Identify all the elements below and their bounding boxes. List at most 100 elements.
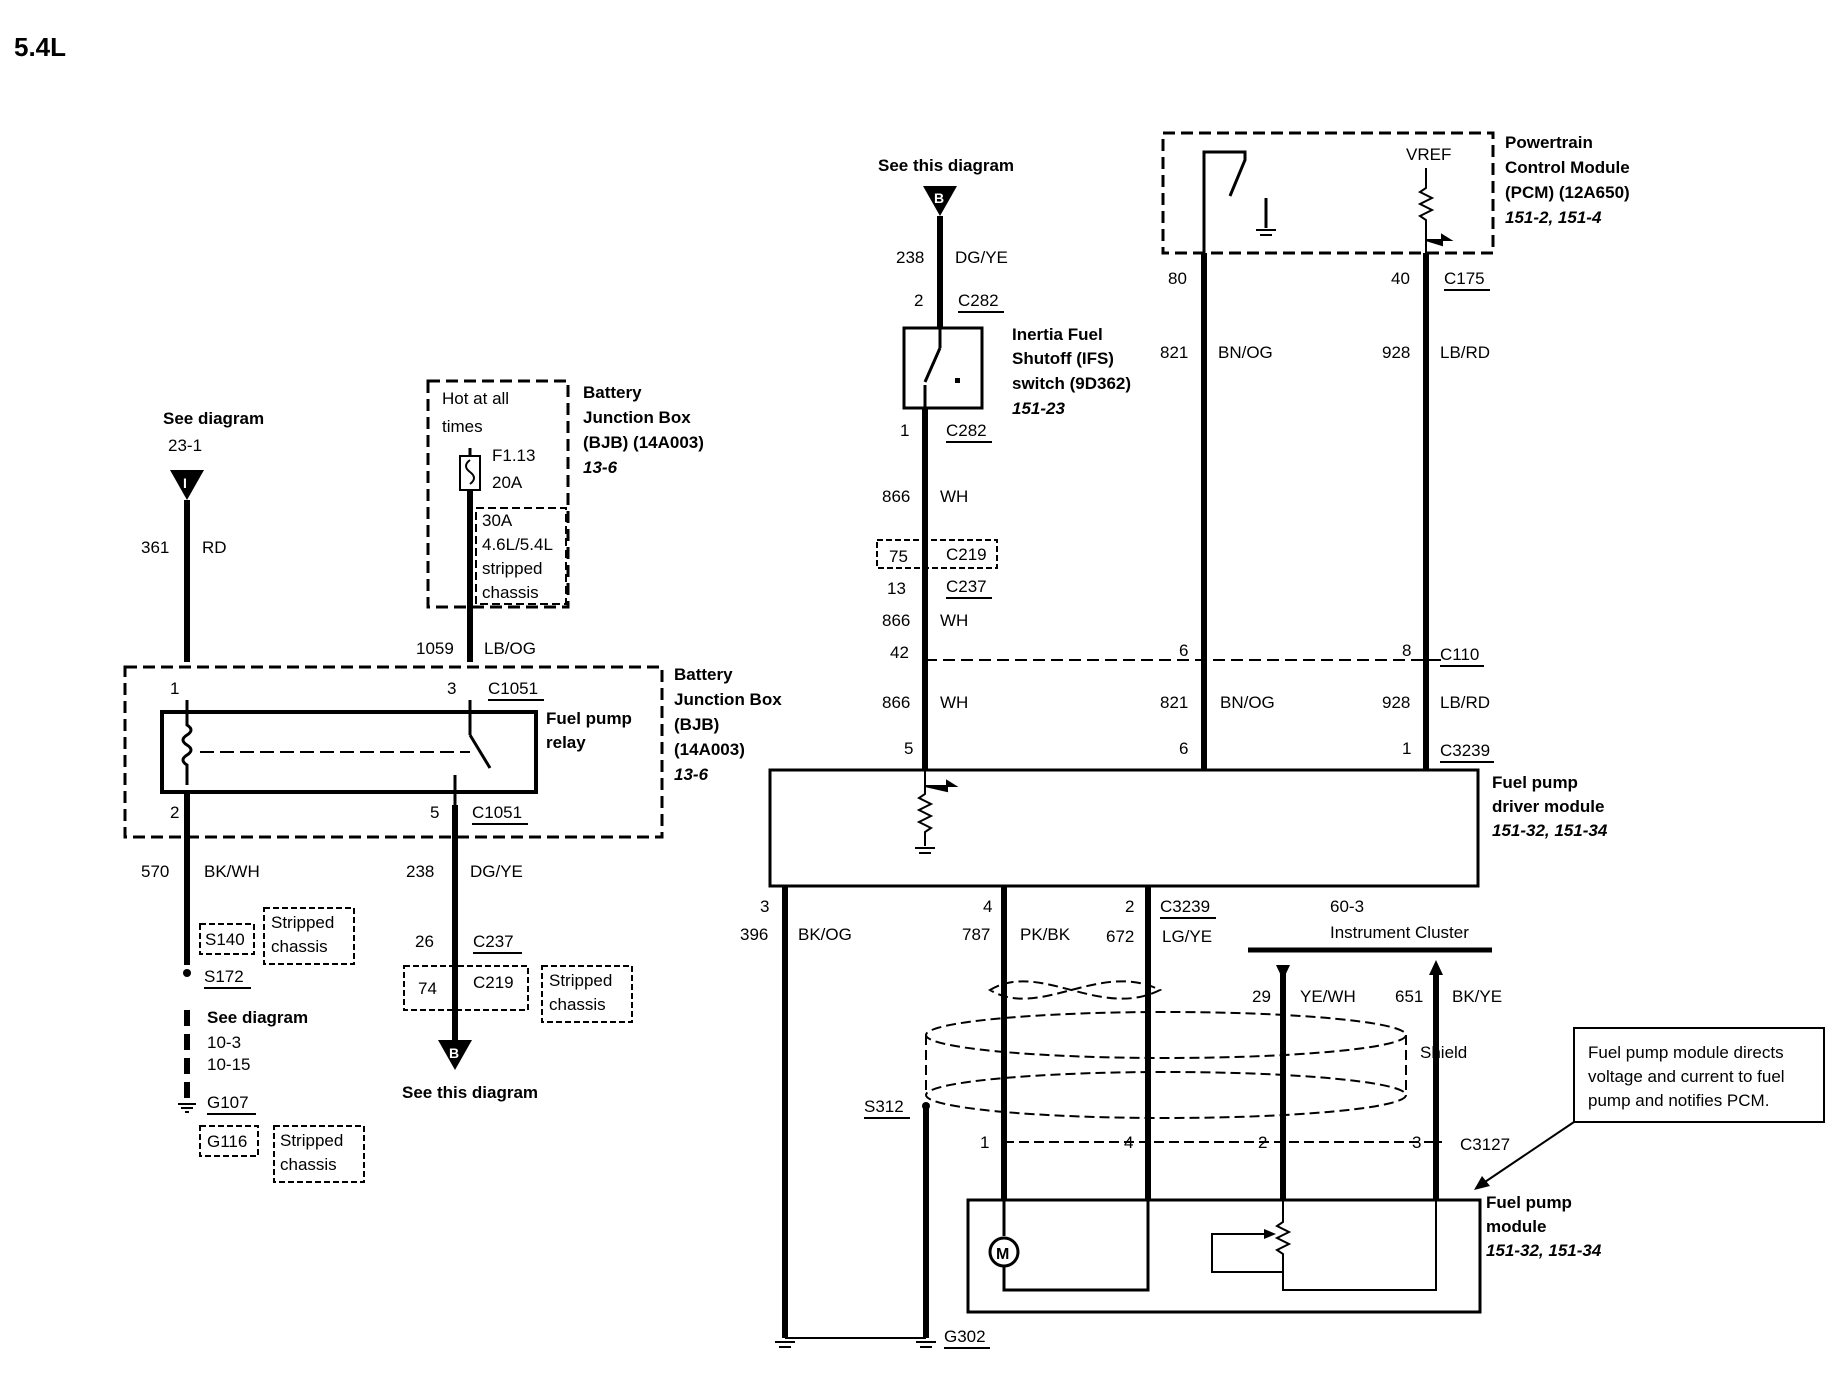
wire-928a-number: 928 xyxy=(1382,343,1410,362)
c219-note-2: chassis xyxy=(549,995,606,1014)
c1051-top: C1051 xyxy=(488,679,538,698)
note-line-3: pump and notifies PCM. xyxy=(1588,1091,1769,1110)
relay-coil xyxy=(181,700,193,785)
wire-238-color: DG/YE xyxy=(470,862,523,881)
s140-note-2: chassis xyxy=(271,937,328,956)
pcm-label-ref: 151-2, 151-4 xyxy=(1505,208,1602,227)
fuel-pump-module xyxy=(966,1198,1482,1314)
c3127-pin-1: 1 xyxy=(980,1133,989,1152)
c237-left: C237 xyxy=(473,932,514,951)
note-stripped: stripped xyxy=(482,559,542,578)
wire-928b-color: LB/RD xyxy=(1440,693,1490,712)
bjb2-label-2: Junction Box xyxy=(674,690,782,709)
c219-note-1: Stripped xyxy=(549,971,612,990)
wire-821a-number: 821 xyxy=(1160,343,1188,362)
c3127: C3127 xyxy=(1460,1135,1510,1154)
wire-672-color: LG/YE xyxy=(1162,927,1212,946)
c219-right-box xyxy=(876,539,998,569)
splice-s172: S172 xyxy=(204,967,244,986)
ifs-pin-2: 2 xyxy=(914,291,923,310)
g116-note-1: Stripped xyxy=(280,1131,343,1150)
s140-box xyxy=(199,923,255,955)
wire-651-arrow xyxy=(1429,960,1443,975)
c175: C175 xyxy=(1444,269,1485,288)
pin-74: 74 xyxy=(418,979,437,998)
splice-s140: S140 xyxy=(205,930,245,949)
pcm-label-3: (PCM) (12A650) xyxy=(1505,183,1630,202)
s140-note-1: Stripped xyxy=(271,913,334,932)
g116-box xyxy=(199,1125,259,1157)
ifs-label-3: switch (9D362) xyxy=(1012,374,1131,393)
note-30a: 30A xyxy=(482,511,513,530)
motor-return-path xyxy=(1002,1200,1150,1292)
ground-g302: G302 xyxy=(944,1327,986,1346)
wire-238-number: 238 xyxy=(406,862,434,881)
relay-switch xyxy=(468,734,492,769)
wire-672-number: 672 xyxy=(1106,927,1134,946)
ic-label: Instrument Cluster xyxy=(1330,923,1469,942)
note-leader-line xyxy=(1475,1121,1575,1189)
c110: C110 xyxy=(1440,645,1479,664)
note-line-1: Fuel pump module directs xyxy=(1588,1043,1784,1062)
fuel-pump-driver-module xyxy=(768,768,1480,888)
fpdm-resistor xyxy=(916,770,934,846)
wire-29-number: 29 xyxy=(1252,987,1271,1006)
wire-29-color: YE/WH xyxy=(1300,987,1356,1006)
see-diagram-ref: 23-1 xyxy=(168,436,202,455)
wire-821a-color: BN/OG xyxy=(1218,343,1273,362)
wire-787-color: PK/BK xyxy=(1020,925,1071,944)
see-diagram-2: See diagram xyxy=(207,1008,308,1027)
hot-label-1: Hot at all xyxy=(442,389,509,408)
wire-821b-number: 821 xyxy=(1160,693,1188,712)
fpm-label-1: Fuel pump xyxy=(1486,1193,1572,1212)
right-circuit: See this diagram B 238 DG/YE 2 C282 Iner… xyxy=(740,131,1825,1349)
shield-ellipse-top xyxy=(925,1011,1407,1059)
relay-label-1: Fuel pump xyxy=(546,709,632,728)
vref-resistor xyxy=(1417,168,1435,253)
bjb-label-1: Battery xyxy=(583,383,642,402)
c219-left: C219 xyxy=(473,973,514,992)
see-diagram-label: See diagram xyxy=(163,409,264,428)
c110-pin-6: 6 xyxy=(1179,641,1188,660)
ifs-switch xyxy=(902,326,984,410)
bjb2-label-3: (BJB) xyxy=(674,715,719,734)
pin-42: 42 xyxy=(890,643,909,662)
bjb2-label-4: (14A003) xyxy=(674,740,745,759)
motor-letter: M xyxy=(996,1246,1009,1263)
note-line-2: voltage and current to fuel xyxy=(1588,1067,1785,1086)
wire-928b-number: 928 xyxy=(1382,693,1410,712)
twisted-pair xyxy=(988,980,1163,1000)
c3239-top: C3239 xyxy=(1440,741,1490,760)
see-diagram-2-ref-b: 10-15 xyxy=(207,1055,250,1074)
pcm-label-1: Powertrain xyxy=(1505,133,1593,152)
wire-1059-number: 1059 xyxy=(416,639,454,658)
note-leader-arrow xyxy=(1474,1176,1490,1190)
bjb-relay-box xyxy=(123,665,664,839)
pcm-box xyxy=(1161,131,1495,255)
fpdm-pin-2: 2 xyxy=(1125,897,1134,916)
pin-1: 1 xyxy=(170,679,179,698)
wire-651-number: 651 xyxy=(1395,987,1423,1006)
pin-5: 5 xyxy=(430,803,439,822)
fpdm-pin-1: 1 xyxy=(1402,739,1411,758)
note-engine: 4.6L/5.4L xyxy=(482,535,553,554)
bjb-fuse-box xyxy=(426,379,570,609)
c219-note-box xyxy=(541,965,633,1023)
pin-2: 2 xyxy=(170,803,179,822)
pcm-pin-40: 40 xyxy=(1391,269,1410,288)
wire-396-number: 396 xyxy=(740,925,768,944)
wire-866b-number: 866 xyxy=(882,611,910,630)
fuse-id: F1.13 xyxy=(492,446,535,465)
vref-label: VREF xyxy=(1406,145,1451,164)
c110-pin-8: 8 xyxy=(1402,641,1411,660)
fpdm-label-ref: 151-32, 151-34 xyxy=(1492,821,1608,840)
fpdm-pin-3: 3 xyxy=(760,897,769,916)
ground-g116: G116 xyxy=(207,1132,247,1151)
c3239-bottom: C3239 xyxy=(1160,897,1210,916)
fpm-label-ref: 151-32, 151-34 xyxy=(1486,1241,1602,1260)
fuse-element xyxy=(465,459,475,485)
pin-3: 3 xyxy=(447,679,456,698)
note-chassis: chassis xyxy=(482,583,539,602)
connector-i-letter: I xyxy=(183,475,187,491)
